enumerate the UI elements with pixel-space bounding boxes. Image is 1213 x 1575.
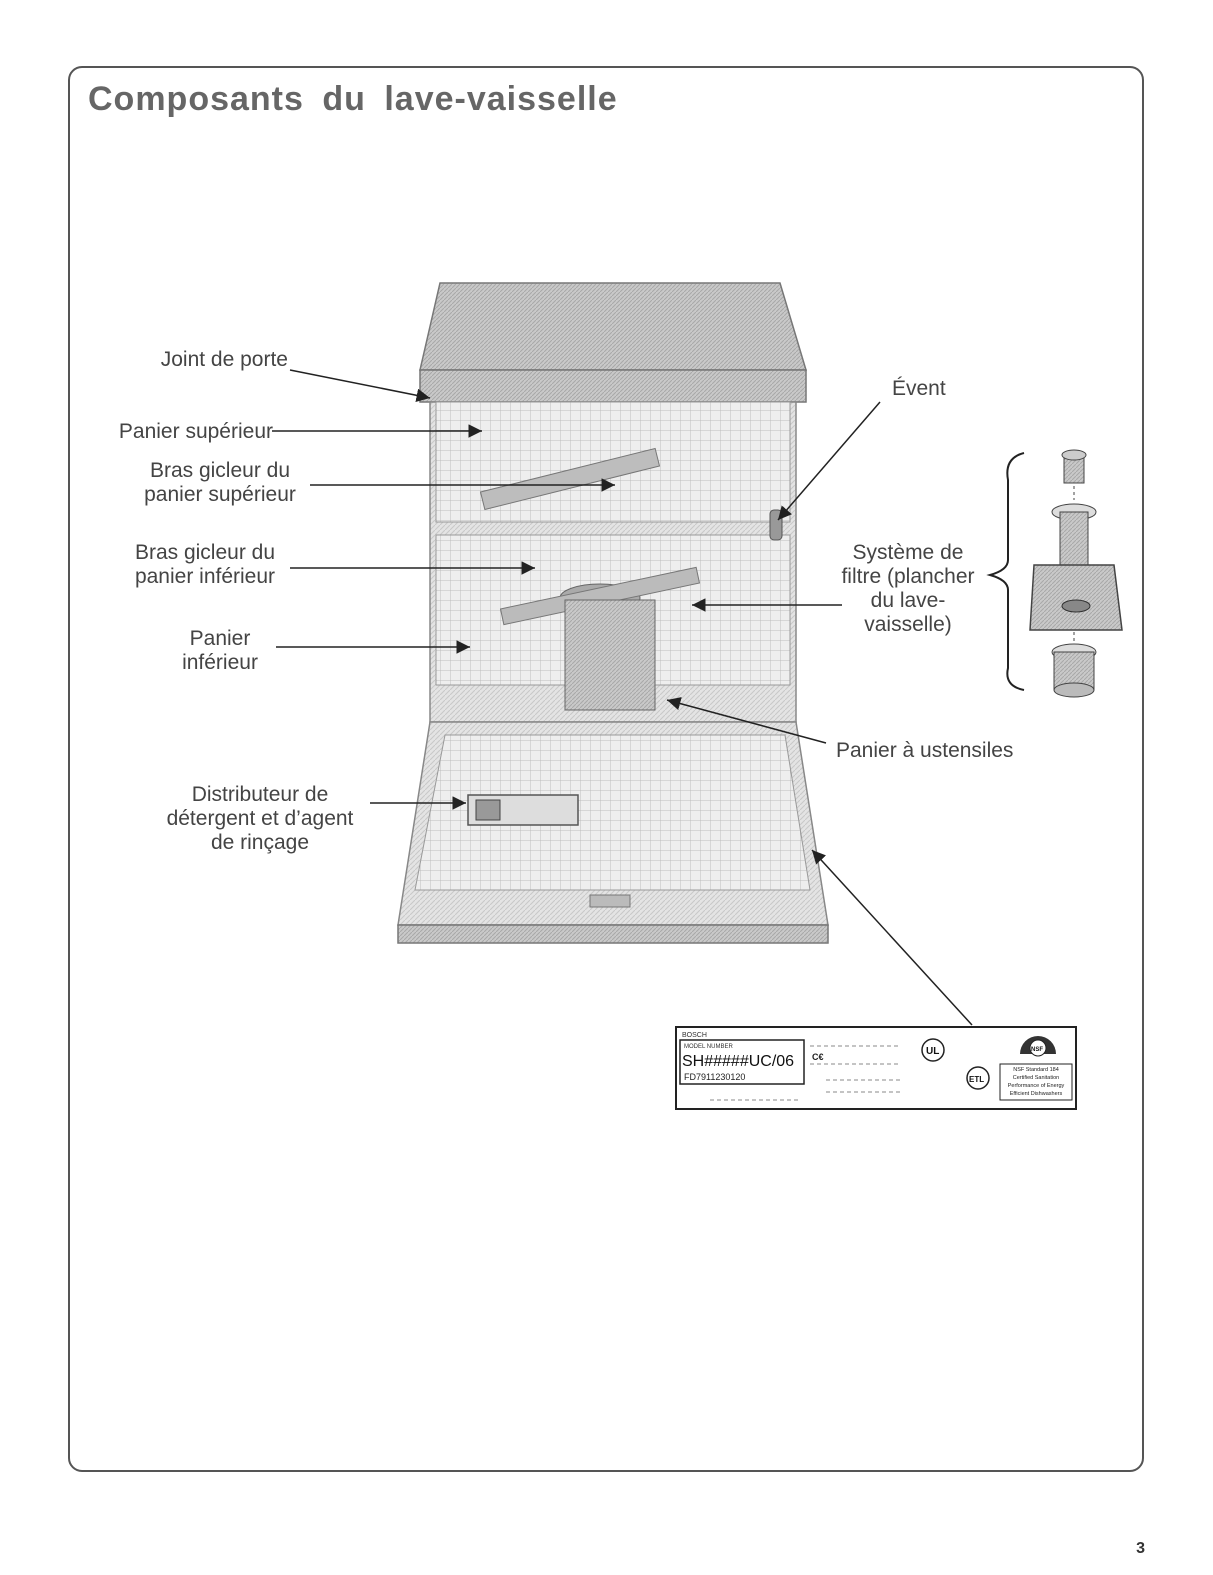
door-seal-leader <box>289 369 431 402</box>
plate-model-label: MODEL NUMBER <box>684 1044 733 1050</box>
page-frame <box>68 66 1144 1472</box>
rating-plate: BOSCH MODEL NUMBER SH#####UC/06 FD791123… <box>675 1026 1077 1110</box>
plate-brand: BOSCH <box>682 1032 707 1039</box>
label-door-seal: Joint de porte <box>160 348 288 371</box>
nsf-mark: NSF <box>1031 1047 1043 1053</box>
ul-mark: UL <box>926 1046 939 1057</box>
label-dispenser: Distributeur de détergent et d’agent de … <box>166 783 354 854</box>
vent-leader <box>777 401 881 521</box>
plate-fd-number: FD7911230120 <box>684 1072 745 1082</box>
nsf-text: NSF Standard 184 Certified Sanitation Pe… <box>1007 1067 1065 1097</box>
label-lower-spray-arm: Bras gicleur du panier inférieur <box>134 541 276 588</box>
page-number: 3 <box>1136 1540 1145 1557</box>
label-vent: Évent <box>892 377 946 400</box>
dishwasher-body <box>419 282 808 723</box>
label-lower-rack: Panier inférieur <box>182 627 258 674</box>
plate-model-number: SH#####UC/06 <box>682 1053 794 1070</box>
page-title: Composants du lave-vaisselle <box>88 80 618 118</box>
ce-mark: C€ <box>812 1052 824 1062</box>
filter-system-illustration <box>986 449 1123 698</box>
label-upper-spray-arm: Bras gicleur du panier supérieur <box>144 459 296 506</box>
label-silverware-basket: Panier à ustensiles <box>836 739 1014 762</box>
leader-lines <box>272 369 973 1026</box>
rating-plate-leader <box>811 849 973 1026</box>
etl-mark: ETL <box>969 1075 984 1084</box>
dishwasher-door <box>397 721 829 944</box>
label-upper-rack: Panier supérieur <box>118 420 273 443</box>
label-filter-system: Système de filtre (plancher du lave- vai… <box>841 541 975 636</box>
silverware-leader <box>666 697 827 744</box>
